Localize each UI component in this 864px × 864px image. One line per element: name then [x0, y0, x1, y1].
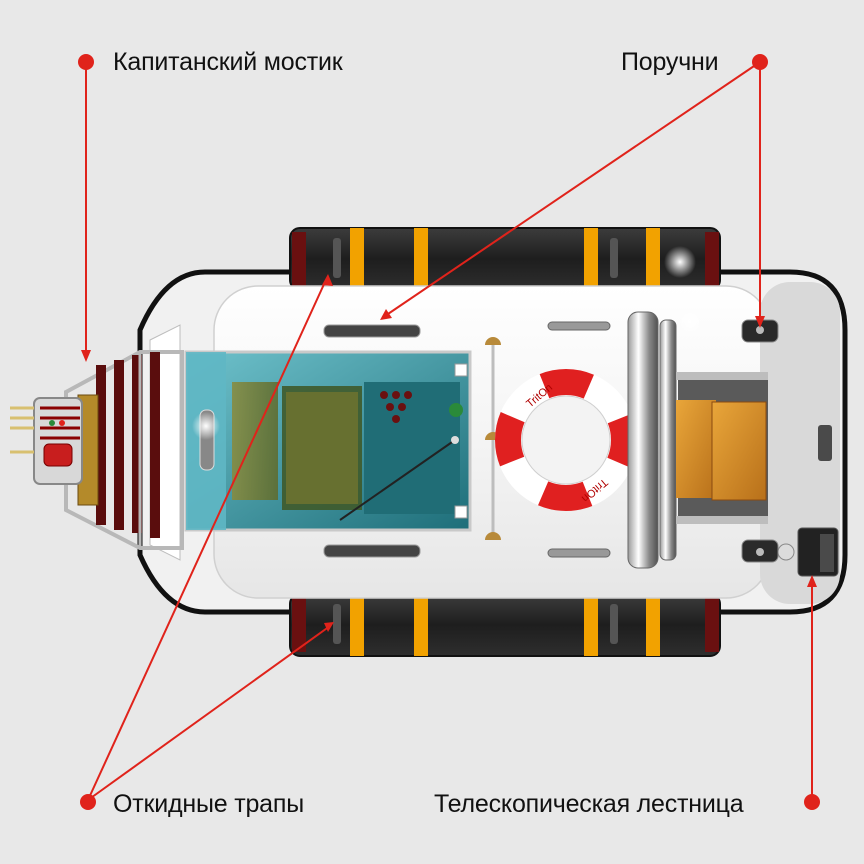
stern-handrail-posts — [741, 319, 779, 563]
side-cleat-top — [547, 321, 611, 331]
handrail-top — [323, 324, 421, 338]
side-cleat-bottom — [547, 548, 611, 558]
callout-dot-icon — [78, 54, 94, 70]
label-folding-gangways: Откидные трапы — [113, 790, 304, 818]
label-telescopic-ladder: Телескопическая лестница — [434, 790, 744, 818]
label-handrails: Поручни — [621, 48, 719, 76]
upper-pontoon — [289, 227, 721, 291]
light-flare-icon — [192, 246, 702, 440]
callout-dot-icon — [752, 54, 768, 70]
telescopic-ladder — [777, 425, 839, 577]
lower-pontoon — [289, 593, 721, 657]
stern-deck — [760, 282, 840, 604]
label-captains-bridge: Капитанский мостик — [113, 48, 343, 76]
pool-area — [184, 350, 472, 532]
aft-roller — [627, 311, 677, 569]
callout-arrowheads — [81, 274, 817, 632]
aft-cabin — [676, 372, 768, 524]
callout-lines — [85, 61, 813, 801]
callout-dot-icon — [804, 794, 820, 810]
callout-dot-icon — [80, 794, 96, 810]
lifebuoy-icon: TritOn TritOn — [495, 369, 637, 511]
handrail-bottom — [323, 544, 421, 558]
captains-bridge-panel — [10, 394, 99, 506]
steering-panel-icon — [380, 391, 412, 423]
front-gangway — [64, 350, 184, 550]
